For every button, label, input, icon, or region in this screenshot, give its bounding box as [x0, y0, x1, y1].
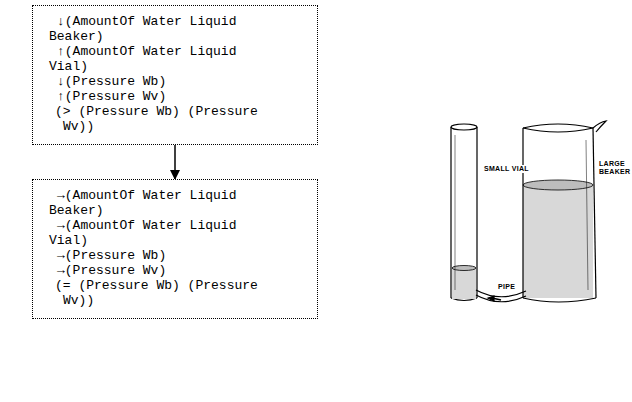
quantity-expr: ↓(Pressure Wb)	[43, 74, 249, 89]
comparison-expr: (> (Pressure Wb) (Pressure Wv))	[43, 104, 263, 134]
quantity-expr: →(Pressure Wv)	[43, 263, 249, 278]
quantity-expr: ↓(AmountOf Water Liquid Beaker)	[43, 14, 249, 44]
comparison-expr: (= (Pressure Wb) (Pressure Wv))	[43, 278, 263, 308]
part-label: PIPE	[497, 283, 516, 291]
state-box: ↓(AmountOf Water Liquid Beaker)↑(AmountO…	[32, 5, 318, 145]
state-box: →(AmountOf Water Liquid Beaker)→(AmountO…	[32, 179, 318, 319]
part-label: LARGE BEAKER	[598, 160, 630, 176]
quantity-expr: ↑(Pressure Wv)	[43, 89, 249, 104]
quantity-expr: →(AmountOf Water Liquid Beaker)	[43, 188, 249, 218]
small-vial	[451, 124, 477, 301]
transition-arrow	[174, 145, 176, 179]
pipe	[476, 290, 526, 302]
part-label: SMALL VIAL	[483, 165, 530, 173]
large-beaker	[523, 121, 606, 302]
quantity-expr: ↑(AmountOf Water Liquid Vial)	[43, 44, 249, 74]
quantity-expr: →(AmountOf Water Liquid Vial)	[43, 218, 249, 248]
quantity-expr: →(Pressure Wb)	[43, 248, 249, 263]
